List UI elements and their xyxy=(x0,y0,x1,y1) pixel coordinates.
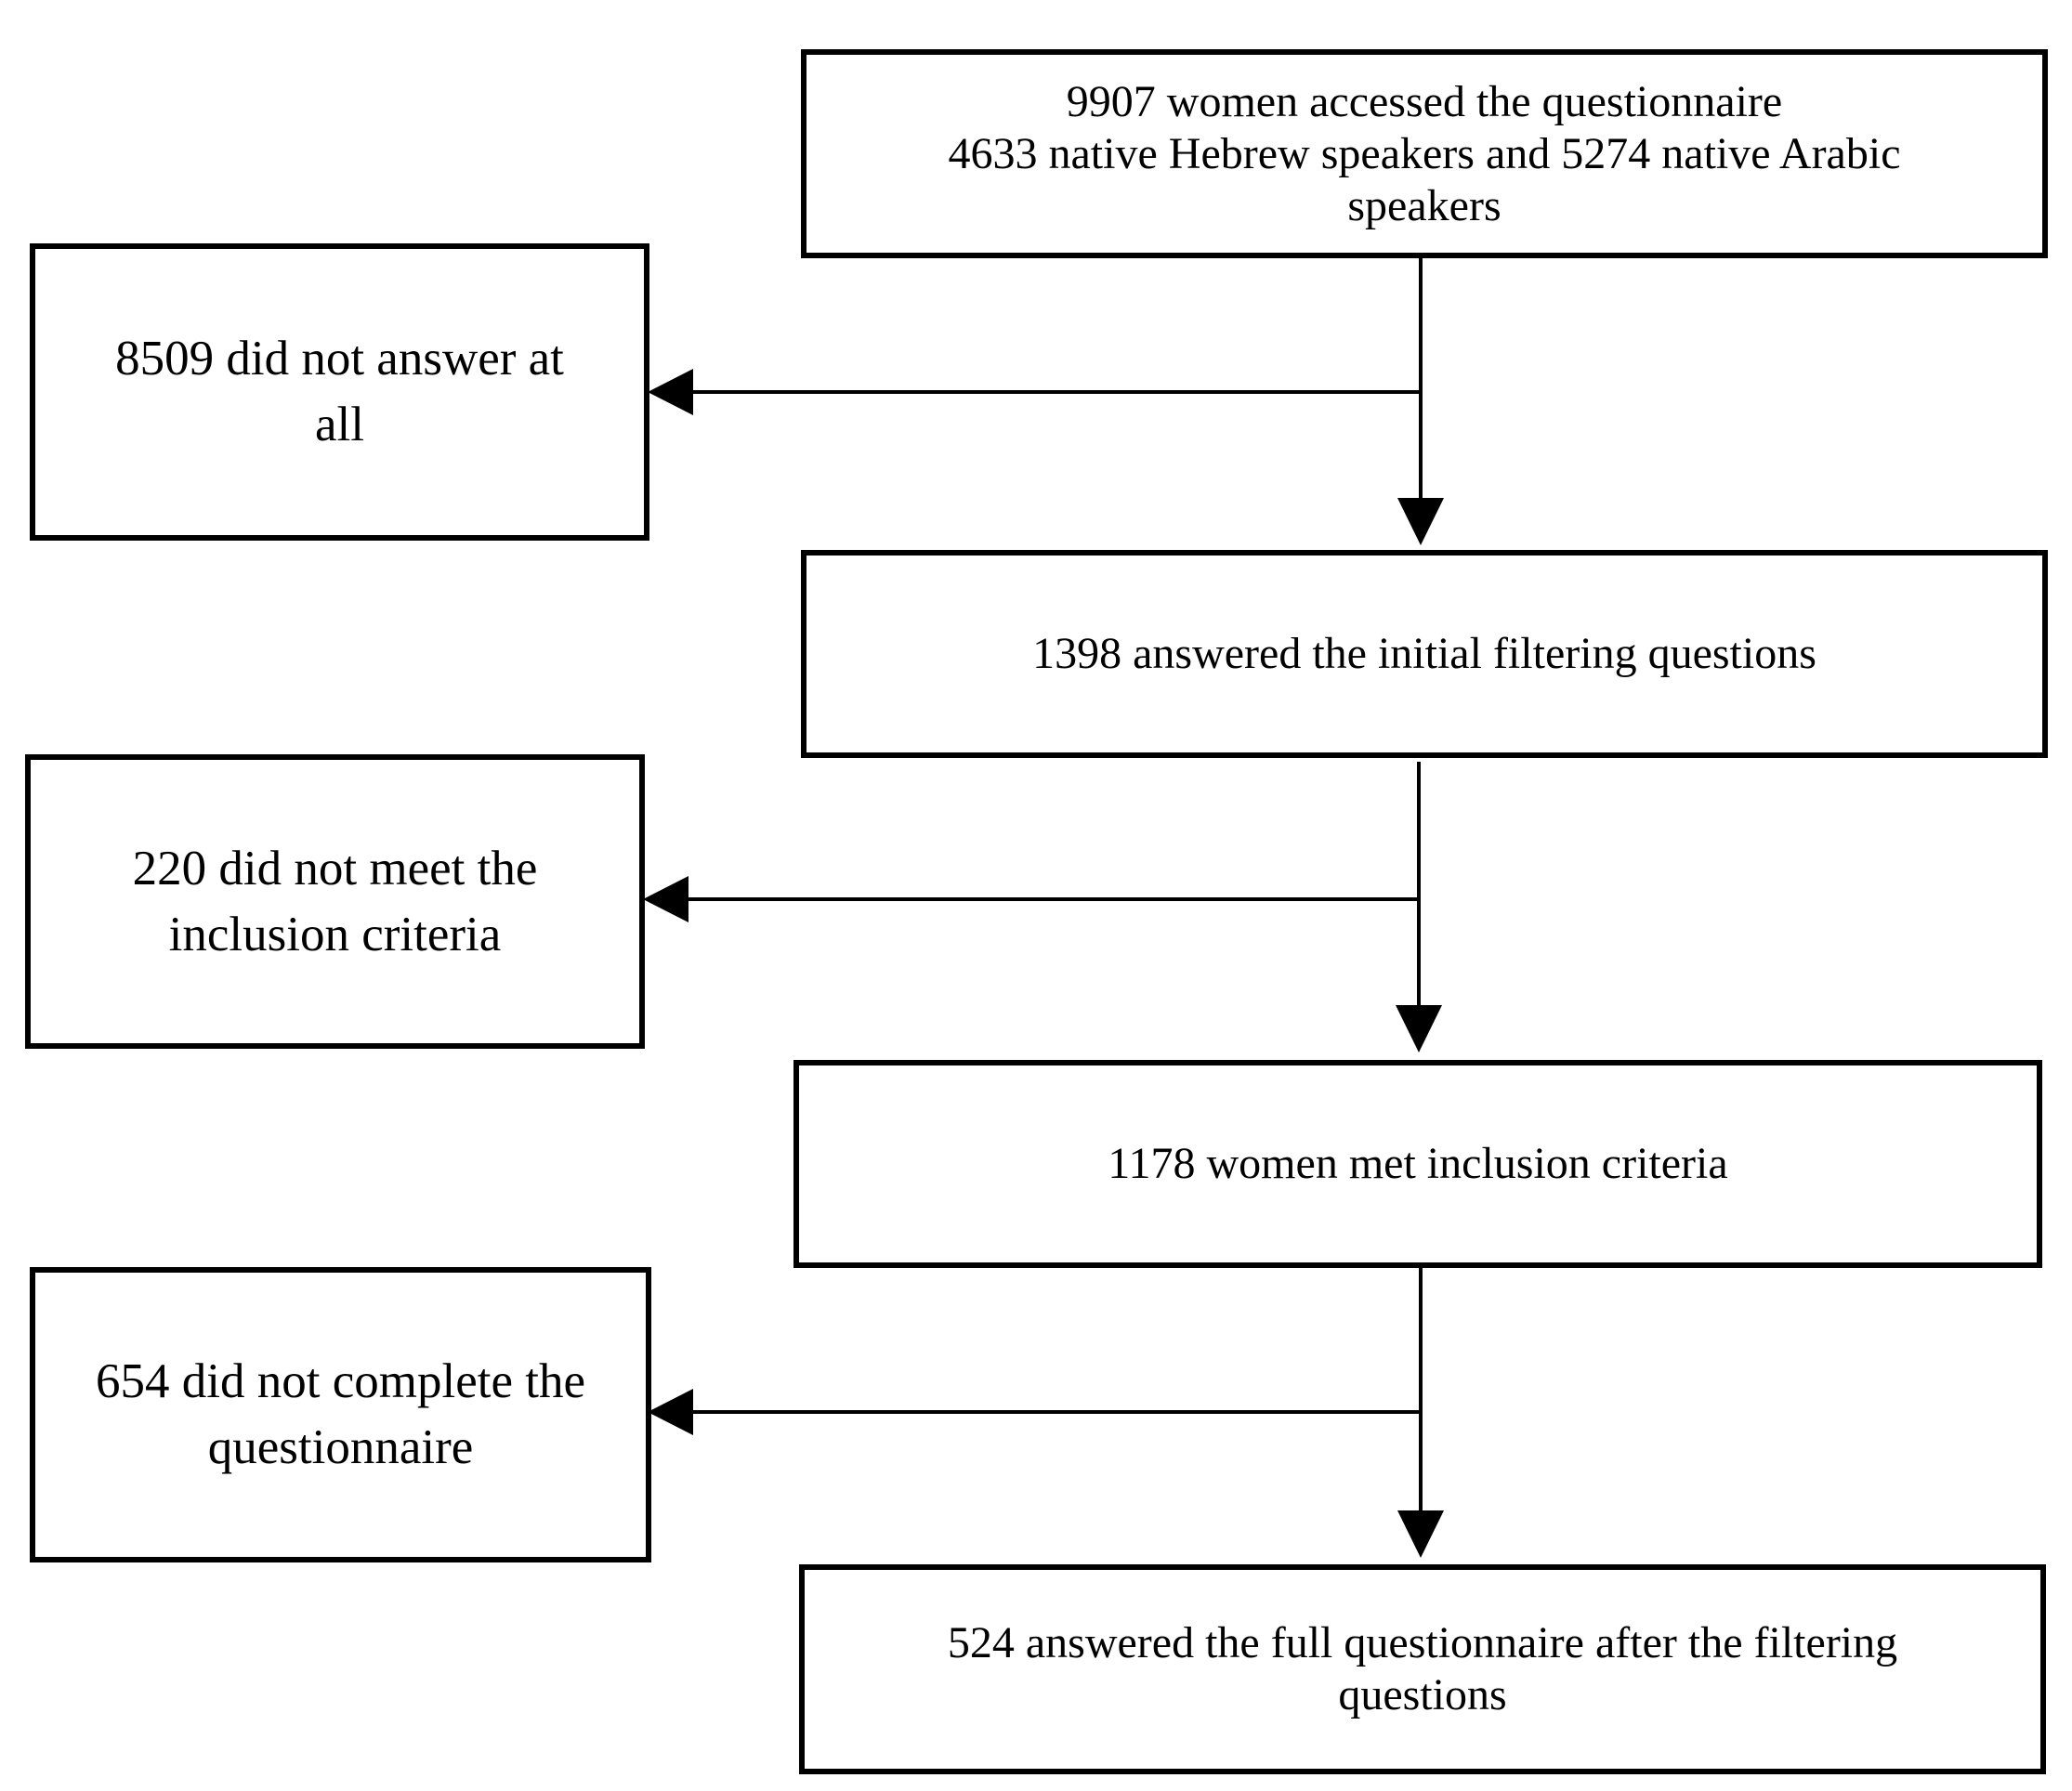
exclusion-box-no-answer-line-1: 8509 did not answer at xyxy=(115,332,564,386)
exclusion-box-not-eligible-line-1: 220 did not meet the xyxy=(132,841,538,896)
step-box-complete-line-2: questions xyxy=(1338,1670,1507,1719)
exclusion-box-no-answer-line-2: all xyxy=(315,398,364,451)
arrowhead-left-3 xyxy=(648,1389,693,1435)
arrowhead-left-2 xyxy=(643,876,688,922)
step-box-filtering: 1398 answered the initial filtering ques… xyxy=(801,550,2048,758)
step-box-filtering-line-1: 1398 answered the initial filtering ques… xyxy=(1032,629,1816,678)
exclusion-box-incomplete-line-1: 654 did not complete the xyxy=(96,1354,585,1408)
step-box-complete-line-1: 524 answered the full questionnaire afte… xyxy=(947,1618,1898,1667)
exclusion-box-incomplete: 654 did not complete the questionnaire xyxy=(30,1267,651,1562)
step-box-inclusion: 1178 women met inclusion criteria xyxy=(793,1060,2042,1268)
arrowhead-down-2 xyxy=(1396,1005,1442,1052)
arrowhead-left-1 xyxy=(648,369,693,415)
step-box-accessed: 9907 women accessed the questionnaire 46… xyxy=(801,49,2048,258)
exclusion-box-no-answer: 8509 did not answer at all xyxy=(30,243,649,541)
step-box-accessed-line-2: 4633 native Hebrew speakers and 5274 nat… xyxy=(948,128,1901,178)
exclusion-box-incomplete-line-2: questionnaire xyxy=(207,1420,474,1474)
arrowhead-down-1 xyxy=(1397,498,1444,545)
exclusion-box-not-eligible-line-2: inclusion criteria xyxy=(168,907,502,961)
step-box-inclusion-line-1: 1178 women met inclusion criteria xyxy=(1108,1139,1728,1188)
step-box-accessed-line-1: 9907 women accessed the questionnaire xyxy=(1066,76,1783,126)
exclusion-box-not-eligible: 220 did not meet the inclusion criteria xyxy=(25,754,645,1049)
step-box-accessed-line-3: speakers xyxy=(1347,180,1502,230)
step-box-complete: 524 answered the full questionnaire afte… xyxy=(799,1564,2046,1774)
arrowhead-down-3 xyxy=(1397,1510,1444,1558)
